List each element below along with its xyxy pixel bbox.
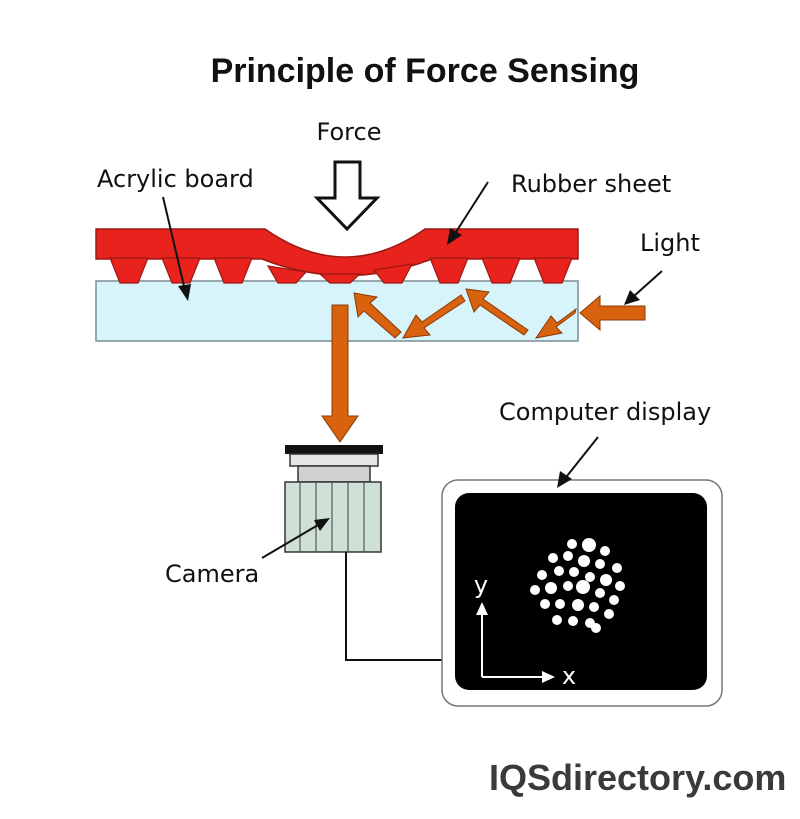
camera xyxy=(284,445,383,553)
label-light: Light xyxy=(640,229,700,257)
camera-lens-neck xyxy=(297,465,371,483)
camera-lens-ring xyxy=(289,453,379,467)
light-ray-to-camera xyxy=(321,304,359,443)
light-pointer xyxy=(633,270,663,297)
y-axis-arrowhead xyxy=(476,602,488,615)
screen-axes xyxy=(481,612,545,678)
acrylic-board-pointer-head xyxy=(178,284,191,301)
light-rays xyxy=(321,288,646,443)
axis-y-label: y xyxy=(474,571,488,599)
label-computer-display: Computer display xyxy=(499,398,711,426)
camera-cable xyxy=(345,552,442,661)
x-axis-arrowhead xyxy=(542,671,555,683)
rubber-sheet xyxy=(95,228,579,284)
label-force: Force xyxy=(317,118,382,146)
watermark-text: IQSdirectory.com xyxy=(489,757,786,798)
acrylic-board-pointer xyxy=(162,196,185,287)
force-arrow xyxy=(313,160,381,232)
camera-body xyxy=(284,481,382,553)
label-camera: Camera xyxy=(165,560,259,588)
display-pointer-head xyxy=(557,471,572,488)
axis-x-label: x xyxy=(562,662,576,690)
camera-lens-top xyxy=(285,445,383,454)
light-ray-down-2 xyxy=(402,294,466,339)
rubber-sheet-pointer xyxy=(455,181,489,233)
diagram-title: Principle of Force Sensing xyxy=(211,52,640,90)
watermark: IQSdirectory.com xyxy=(489,757,786,798)
light-ray-up-1 xyxy=(465,288,529,336)
contact-dots xyxy=(530,538,625,633)
light-ray-up-2 xyxy=(353,292,402,339)
light-ray-incoming xyxy=(579,294,646,332)
label-rubber-sheet: Rubber sheet xyxy=(511,170,671,198)
camera-pointer xyxy=(261,524,319,559)
light-ray-down-1 xyxy=(534,307,577,339)
label-acrylic-board: Acrylic board xyxy=(97,165,254,193)
rubber-sheet-pointer-head xyxy=(447,228,462,245)
camera-pointer-head xyxy=(314,518,330,531)
light-pointer-head xyxy=(624,290,640,305)
display-pointer xyxy=(566,436,599,477)
